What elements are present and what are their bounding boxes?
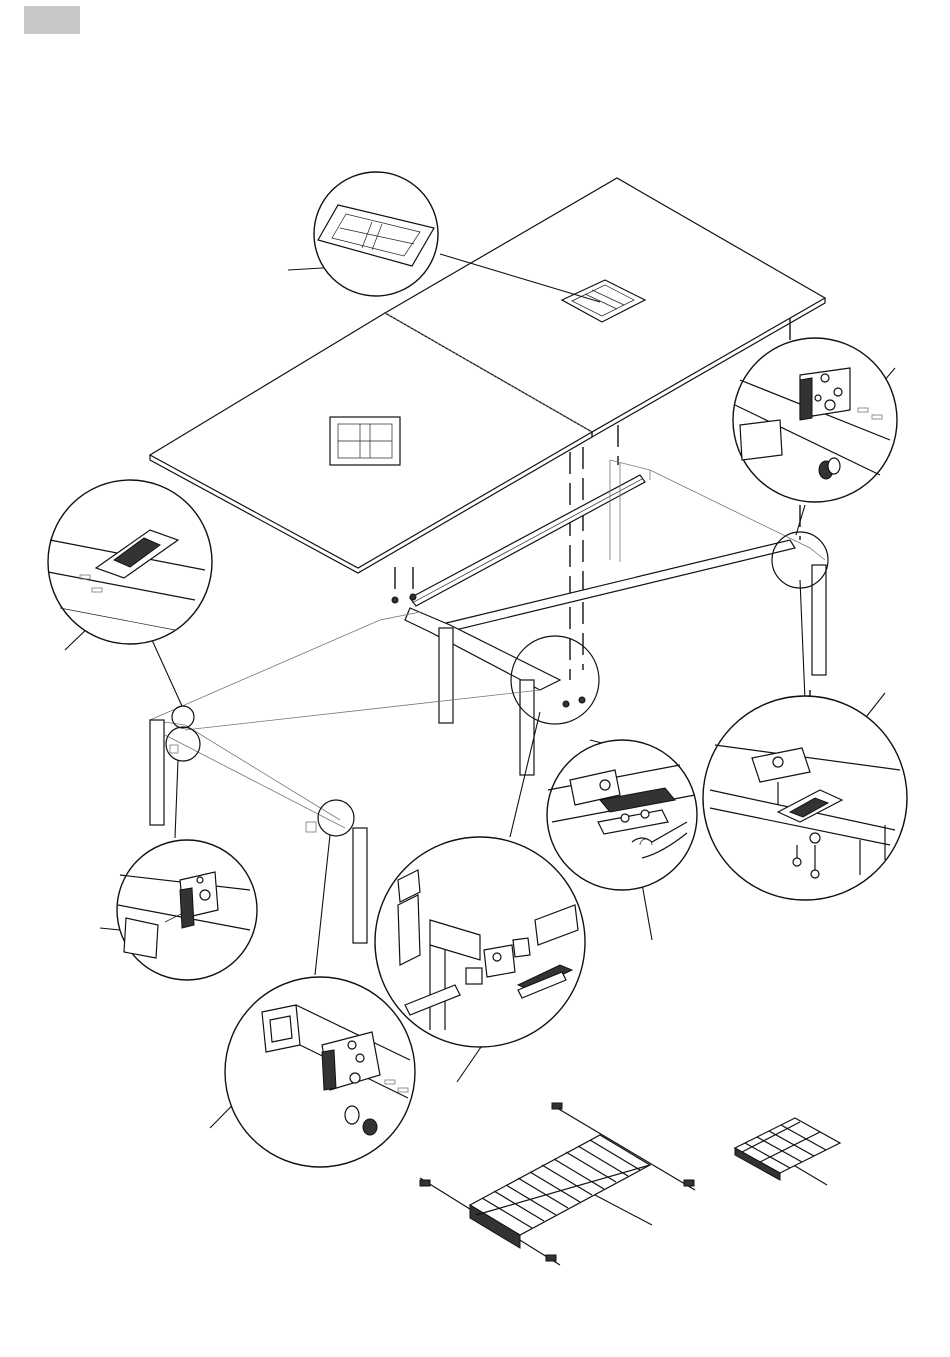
callout-corner-bracket-front: [225, 977, 415, 1167]
callout-corner-bracket-right: [733, 338, 897, 502]
callout-end-cap-detail: [117, 840, 257, 980]
cable-tray-small: [735, 1118, 840, 1180]
callout-center-clip-detail: [547, 740, 697, 890]
callout-grommet-detail: [314, 172, 438, 296]
callout-clip-mount-right: [703, 696, 907, 900]
cable-tray-large: [420, 1103, 695, 1265]
callout-top-clip-left: [48, 480, 212, 644]
callout-center-leg-joint: [375, 837, 585, 1047]
cable-port-icon: [330, 417, 400, 465]
